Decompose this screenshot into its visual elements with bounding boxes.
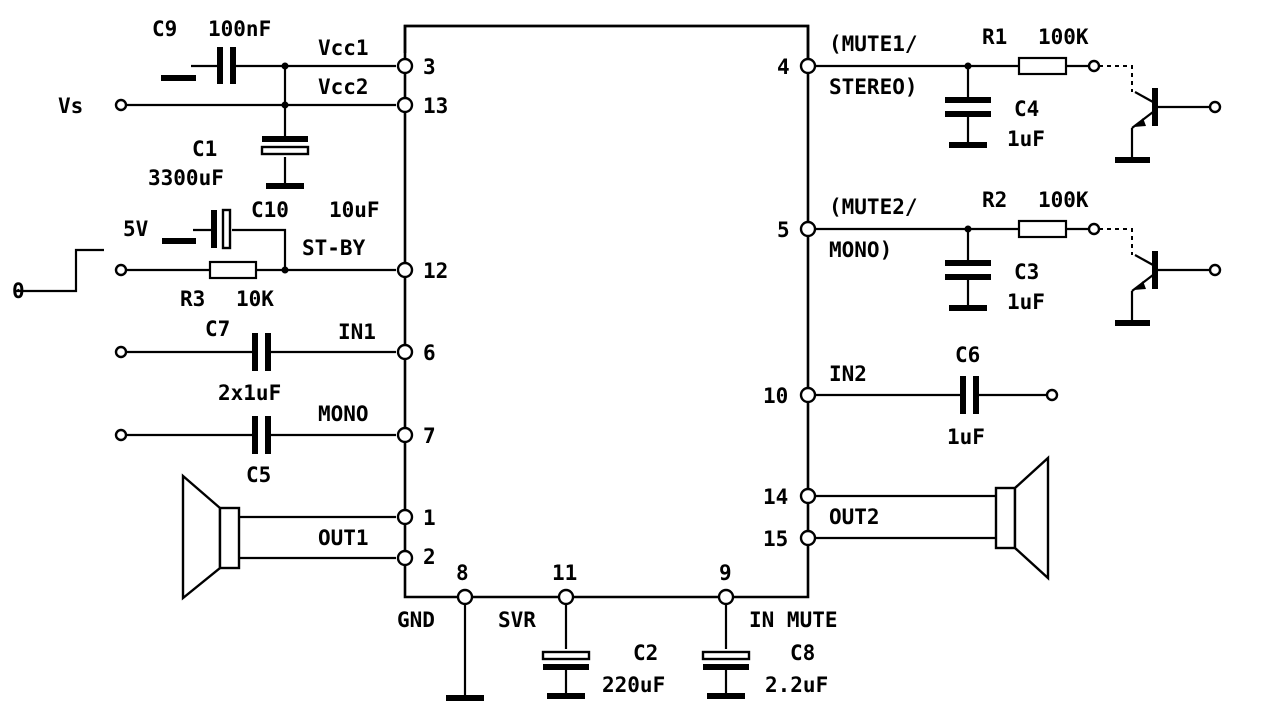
c6-label: C6: [955, 343, 980, 367]
mute1-network: [815, 56, 1133, 92]
c4-value: 1uF: [1007, 127, 1045, 151]
ic-body: [403, 24, 810, 599]
vcc2-label: Vcc2: [318, 75, 369, 99]
pin-8-number: 8: [456, 561, 469, 585]
c9-capacitor: [161, 47, 396, 84]
pin-12: [396, 261, 414, 279]
pin-1-number: 1: [423, 506, 436, 530]
gnd-pin-wire: [446, 605, 484, 701]
pin-9-number: 9: [719, 561, 732, 585]
r2-label: R2: [982, 188, 1007, 212]
pin-8: [456, 588, 474, 606]
pin-3: [396, 57, 414, 75]
stby-label: ST-BY: [302, 236, 366, 260]
c1-label: C1: [192, 137, 217, 161]
c3-capacitor: [945, 229, 991, 311]
pin-15: [799, 529, 817, 547]
c8-label: C8: [790, 641, 815, 665]
junction-dot: [281, 266, 289, 274]
vs-label: Vs: [58, 94, 83, 118]
pin-12-number: 12: [423, 259, 448, 283]
pin-5-number: 5: [777, 218, 790, 242]
c3-value: 1uF: [1007, 290, 1045, 314]
r1-label: R1: [982, 25, 1007, 49]
pin-3-number: 3: [423, 55, 436, 79]
pin-2-number: 2: [423, 545, 436, 569]
pin-15-number: 15: [763, 527, 788, 551]
pin-2: [396, 549, 414, 567]
pin-6-number: 6: [423, 341, 436, 365]
pin-9: [717, 588, 735, 606]
mute1-label-line1: (MUTE1/: [829, 32, 918, 56]
c4-capacitor: [945, 66, 991, 148]
pin-14-number: 14: [763, 485, 788, 509]
c5-label: C5: [246, 463, 271, 487]
mute2-network: [815, 219, 1133, 255]
c8-value: 2.2uF: [765, 673, 828, 697]
vcc1-label: Vcc1: [318, 36, 369, 60]
out1-label: OUT1: [318, 526, 369, 550]
r3-resistor: [16, 248, 396, 293]
r1-value: 100K: [1038, 25, 1089, 49]
pin-14: [799, 487, 817, 505]
pin-13: [396, 96, 414, 114]
in1-label: IN1: [338, 320, 376, 344]
mute2-label-line1: (MUTE2/: [829, 195, 918, 219]
svr-label: SVR: [498, 608, 536, 632]
gnd-label: GND: [397, 608, 435, 632]
c8-capacitor: [701, 605, 751, 699]
pin-4: [799, 57, 817, 75]
pin-7-number: 7: [423, 424, 436, 448]
pin-7: [396, 426, 414, 444]
c4-label: C4: [1014, 97, 1039, 121]
pin-4-number: 4: [777, 55, 790, 79]
pin-11: [557, 588, 575, 606]
pin-6: [396, 343, 414, 361]
c9-value: 100nF: [208, 17, 271, 41]
c2-label: C2: [633, 641, 658, 665]
speaker-right: [815, 455, 1050, 581]
c10-capacitor: [162, 208, 287, 270]
pin-10-number: 10: [763, 384, 788, 408]
five-volt-label: 5V: [123, 217, 149, 241]
c2-capacitor: [541, 605, 591, 699]
r3-value: 10K: [236, 287, 274, 311]
c2-value: 220uF: [602, 673, 665, 697]
c6-capacitor: [815, 376, 1059, 414]
c7-label: C7: [205, 317, 230, 341]
r2-value: 100K: [1038, 188, 1089, 212]
c1-capacitor: [260, 105, 310, 189]
c10-label: C10: [251, 198, 289, 222]
c6-value: 1uF: [947, 425, 985, 449]
out2-label: OUT2: [829, 505, 880, 529]
c5-capacitor: [114, 416, 396, 454]
transistor-mute1: [1115, 88, 1222, 163]
c3-label: C3: [1014, 260, 1039, 284]
in-mute-label: IN MUTE: [749, 608, 838, 632]
speaker-left: [181, 473, 396, 601]
c7-c5-value: 2x1uF: [218, 381, 281, 405]
mute2-label-line2: MONO): [829, 238, 892, 262]
zero-label: 0: [12, 279, 25, 303]
r3-label: R3: [180, 287, 205, 311]
c7-capacitor: [114, 333, 396, 371]
mute1-label-line2: STEREO): [829, 75, 918, 99]
mono-input-label: MONO: [318, 402, 369, 426]
transistor-mute2: [1115, 251, 1222, 326]
ic-body-outline: [403, 24, 810, 62]
c10-value: 10uF: [329, 198, 380, 222]
pin-10: [799, 386, 817, 404]
pin-13-number: 13: [423, 94, 448, 118]
c9-label: C9: [152, 17, 177, 41]
pin-11-number: 11: [552, 561, 577, 585]
pin-1: [396, 508, 414, 526]
c1-value: 3300uF: [148, 166, 224, 190]
pin-5: [799, 220, 817, 238]
vs-line: [114, 98, 396, 112]
in2-label: IN2: [829, 362, 867, 386]
